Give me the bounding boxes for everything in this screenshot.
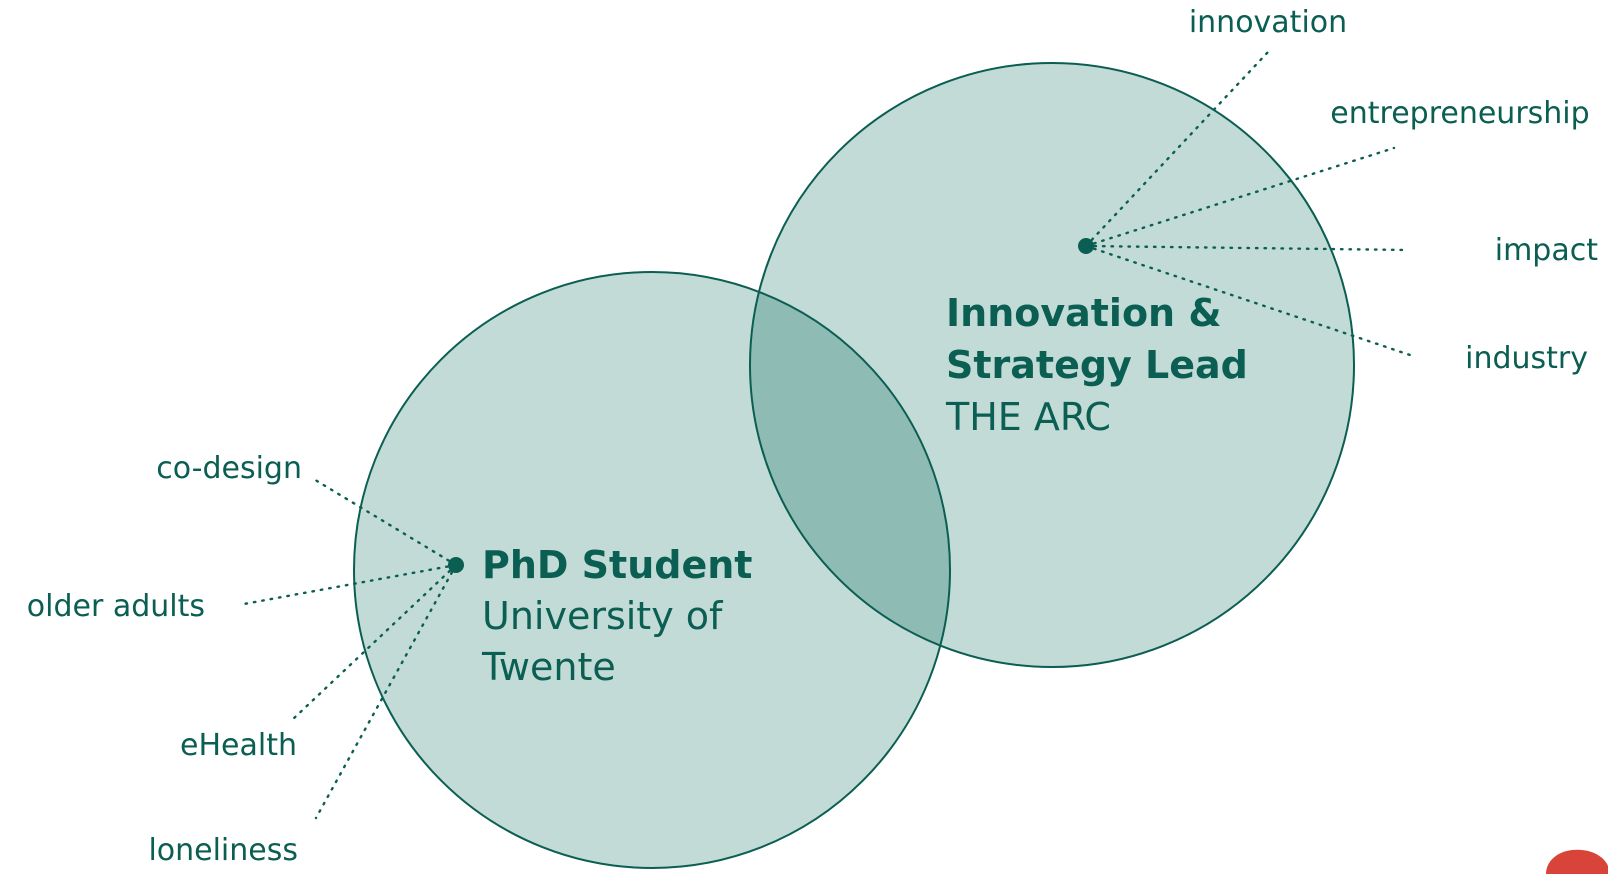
- keyword-industry: industry: [1465, 341, 1588, 376]
- lead-anchor-dot: [1078, 238, 1094, 254]
- leader-older-adults: [242, 563, 458, 606]
- keyword-loneliness: loneliness: [148, 833, 298, 868]
- lead-role-title-line2: Strategy Lead: [946, 343, 1248, 387]
- lead-circle-outline: [749, 62, 1355, 668]
- leader-industry: [1084, 244, 1412, 357]
- circle-overlap: [750, 272, 950, 667]
- phd-org-line2: Twente: [481, 645, 616, 689]
- corner-decoration-icon: [1546, 849, 1608, 874]
- lead-org: THE ARC: [945, 395, 1111, 439]
- phd-role-title: PhD Student: [482, 543, 752, 587]
- keyword-innovation: innovation: [1189, 5, 1347, 40]
- phd-circle-outline: [353, 271, 951, 869]
- keyword-older-adults: older adults: [27, 589, 205, 624]
- leader-ehealth: [290, 563, 458, 722]
- keyword-ehealth: eHealth: [180, 728, 297, 763]
- right-leader-lines: [1084, 50, 1412, 357]
- leader-impact: [1084, 244, 1410, 252]
- leader-co-design: [310, 476, 458, 567]
- keyword-entrepreneurship: entrepreneurship: [1330, 96, 1589, 131]
- leader-entrepreneurship: [1084, 146, 1396, 248]
- leader-loneliness: [314, 563, 458, 820]
- keyword-co-design: co-design: [156, 451, 302, 486]
- phd-org-line1: University of: [482, 594, 724, 638]
- leader-innovation: [1084, 50, 1270, 248]
- left-leader-lines: [242, 476, 458, 820]
- phd-anchor-dot: [448, 557, 464, 573]
- keyword-impact: impact: [1495, 233, 1598, 268]
- lead-role-title-line1: Innovation &: [946, 291, 1221, 335]
